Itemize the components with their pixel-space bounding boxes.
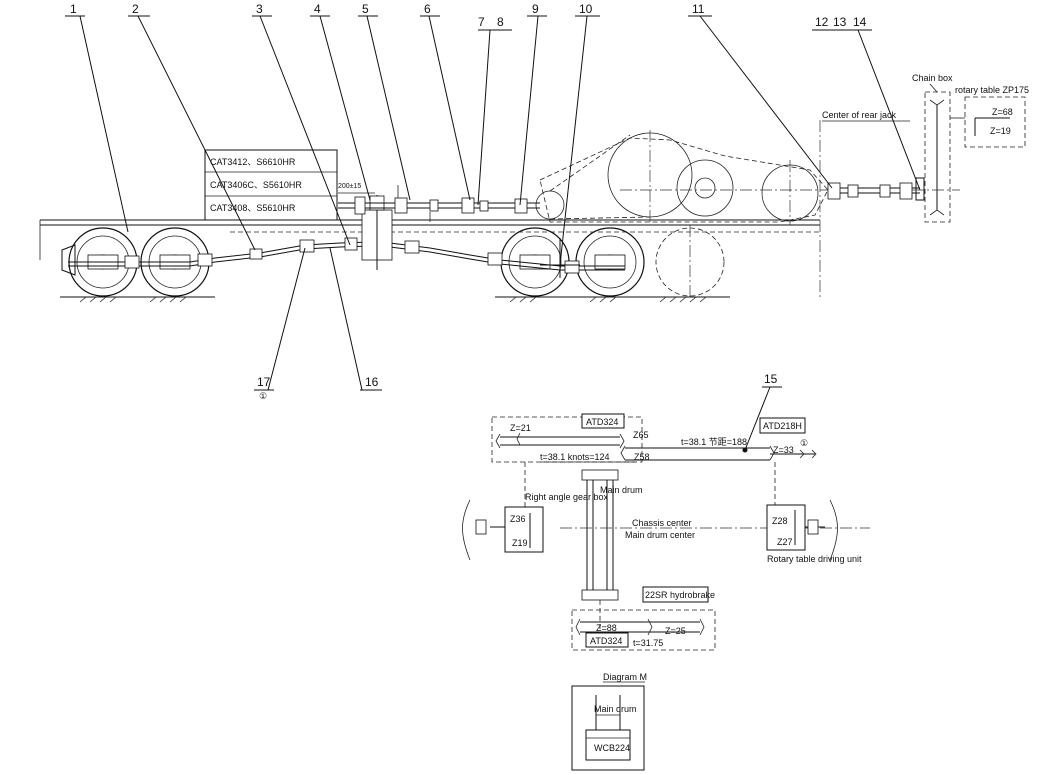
transfer-case [361, 195, 393, 270]
front-bumper [61, 244, 76, 276]
rt-z19: Z=19 [990, 126, 1011, 136]
svg-text:14: 14 [853, 15, 867, 29]
svg-text:12: 12 [815, 15, 829, 29]
ground-line [60, 296, 730, 303]
balloon-11: 11 [688, 2, 833, 189]
rt-z68: Z=68 [992, 107, 1013, 117]
engine-spec-2: CAT3406C、S5610HR [210, 180, 302, 190]
chain-top [495, 432, 625, 449]
right-angle-gear-box: Right angle gear box [525, 492, 609, 502]
diagram-m-frame [571, 685, 645, 771]
rotary-table-box [950, 96, 1026, 148]
lower-drive-shaft [68, 237, 625, 274]
atd324-bottom: ATD324 [590, 636, 622, 646]
svg-text:7: 7 [478, 15, 485, 29]
chassis-center: Chassis center [632, 518, 692, 528]
balloon-12-13-14: 12 13 14 [812, 15, 921, 191]
dim-200: 200±15 [338, 183, 361, 190]
label-z58: Z58 [634, 452, 650, 462]
svg-text:17: 17 [257, 375, 271, 389]
svg-text:10: 10 [579, 2, 593, 16]
svg-text:1: 1 [70, 2, 77, 16]
main-drum-top: Main drum [600, 485, 643, 495]
balloon-9: 9 [519, 2, 547, 206]
hydrobrake-box [642, 586, 709, 603]
balloon-17: 17 ① [254, 247, 306, 401]
svg-text:9: 9 [532, 2, 539, 16]
svg-text:①: ① [259, 391, 267, 401]
balloon-16: 16 [329, 247, 382, 391]
engine-spec-1: CAT3412、S6610HR [210, 157, 296, 167]
label-t381-188: t=38.1 节距=188 [681, 437, 747, 447]
label-z33: Z=33 [773, 445, 794, 455]
svg-text:15: 15 [764, 372, 778, 386]
chain-box [912, 91, 960, 223]
svg-text:13: 13 [833, 15, 847, 29]
svg-text:8: 8 [497, 15, 504, 29]
wcb224: WCB224 [594, 743, 630, 753]
drum-housing-bottom [571, 609, 716, 651]
right-angle-gear-box-unit [462, 499, 544, 561]
circle-1: ① [800, 438, 808, 448]
balloon-10: 10 [559, 2, 600, 266]
diagram-m: Diagram M Main drum WCB224 [571, 672, 647, 771]
label-z28: Z28 [772, 516, 788, 526]
wcb-box [585, 729, 631, 761]
engine-spec-3: CAT3408、S5610HR [210, 203, 296, 213]
svg-text:2: 2 [132, 2, 139, 16]
label-t3175: t=31.75 [633, 638, 663, 648]
chain-box-label: Chain box [912, 73, 953, 83]
drum-housing-top [491, 416, 643, 463]
balloon-2: 2 [128, 2, 256, 251]
balloon-6: 6 [420, 2, 471, 201]
svg-text:6: 6 [424, 2, 431, 16]
svg-text:3: 3 [256, 2, 263, 16]
engine-spec-box [204, 149, 338, 221]
balloon-15: 15 [742, 372, 782, 453]
atd218h: ATD218H [763, 421, 802, 431]
balloon-4: 4 [310, 2, 371, 201]
transmission-schematic: 15 ATD324 Z=21 Z65 t=38.1 knots=124 t=38… [462, 372, 870, 651]
atd324-bottom-box [585, 632, 629, 648]
diagram-m-title: Diagram M [603, 672, 647, 682]
label-z88: Z=88 [596, 623, 617, 633]
label-z36: Z36 [510, 514, 526, 524]
svg-text:4: 4 [314, 2, 321, 16]
svg-text:16: 16 [365, 375, 379, 389]
main-drum-center: Main drum center [625, 530, 695, 540]
balloon-5: 5 [358, 2, 411, 201]
hydrobrake: 22SR hydrobrake [645, 590, 715, 600]
svg-text:11: 11 [692, 2, 705, 16]
rear-wheel-3 [655, 225, 725, 300]
label-z27: Z27 [777, 537, 793, 547]
label-t381-knots: t=38.1 knots=124 [540, 452, 610, 462]
chain-bottom [575, 618, 705, 636]
svg-text:5: 5 [362, 2, 369, 16]
main-drum-shafts [524, 462, 776, 640]
rotary-table-driving-unit-label: Rotary table driving unit [767, 554, 862, 564]
atd324-top-box [581, 413, 625, 429]
rear-axle-housing-2 [594, 254, 626, 270]
label-z65: Z65 [633, 430, 649, 440]
rotary-table-driving-unit [766, 499, 838, 561]
rotary-table-shaft [827, 177, 925, 201]
drawworks-chain-drive [535, 130, 830, 278]
chassis-frame [39, 219, 820, 260]
upper-drive-shaft [338, 185, 540, 222]
elevation-view: Center of rear jack Chain box rotary tab… [39, 2, 1029, 401]
chain-rotary [620, 445, 775, 461]
rotary-table-label: rotary table ZP175 [955, 85, 1029, 95]
label-z25: Z=25 [665, 626, 686, 636]
rear-jack-label: Center of rear jack [822, 110, 897, 120]
label-z19: Z19 [512, 538, 528, 548]
balloon-3: 3 [252, 2, 351, 246]
label-z21: Z=21 [510, 423, 531, 433]
atd324-top: ATD324 [586, 417, 618, 427]
atd218h-box [759, 417, 806, 434]
balloon-1: 1 [65, 2, 129, 233]
balloon-7-8: 7 8 [477, 15, 512, 206]
diagram-m-main-drum: Main drum [594, 704, 637, 714]
